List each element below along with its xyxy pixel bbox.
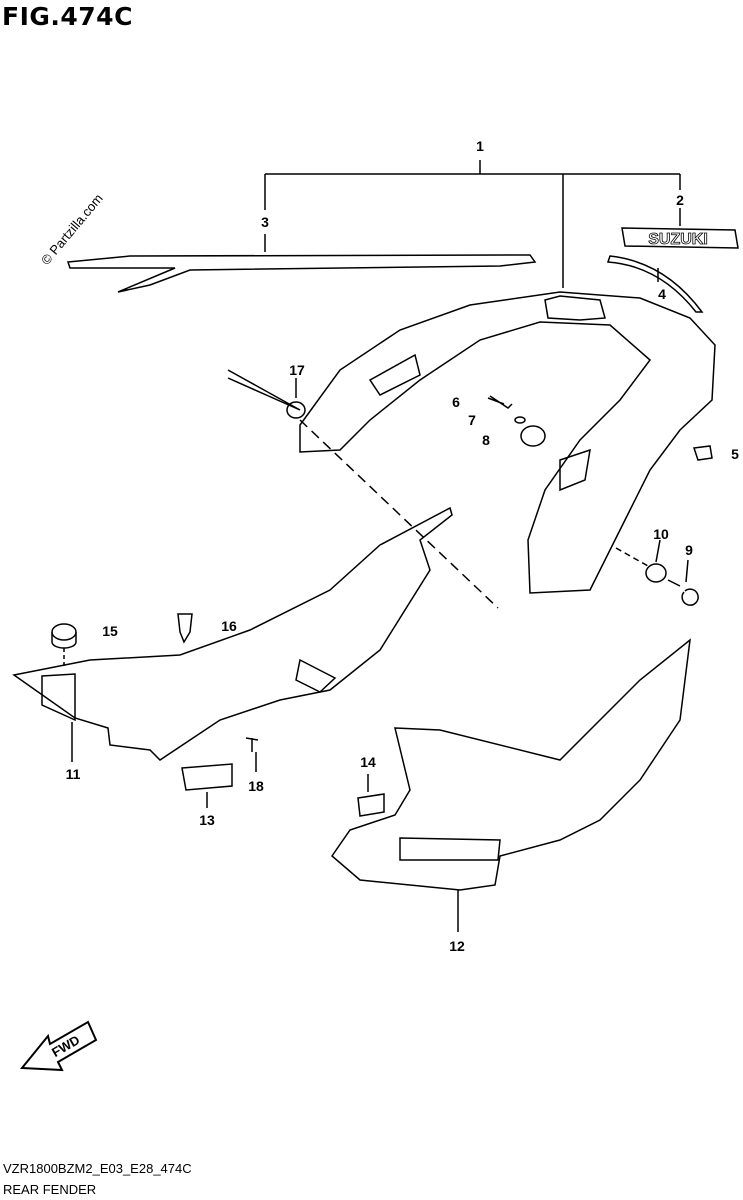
stripe-decal — [66, 254, 537, 293]
pad-13 — [181, 763, 233, 791]
collar-10 — [645, 563, 667, 583]
grommet-8 — [520, 425, 546, 447]
side-cover-right — [330, 638, 691, 891]
rear-fender-upper — [299, 291, 716, 594]
clip-16 — [177, 613, 193, 644]
side-cover-left — [12, 506, 453, 761]
figure-title: FIG.474C — [2, 2, 133, 31]
callout-11: 11 — [65, 766, 81, 782]
fwd-arrow — [19, 1020, 98, 1072]
collar-17 — [286, 401, 306, 419]
leader-1-bracket — [264, 160, 681, 288]
callout-7: 7 — [468, 412, 476, 428]
pad-14 — [357, 793, 385, 817]
callout-17: 17 — [289, 362, 305, 378]
callout-8: 8 — [482, 432, 490, 448]
screw-18 — [245, 737, 259, 752]
diagram-code: VZR1800BZM2_E03_E28_474C — [3, 1161, 192, 1176]
bolt-9 — [667, 579, 699, 606]
callout-3: 3 — [261, 214, 269, 230]
callout-16: 16 — [221, 618, 237, 634]
plug-15 — [51, 623, 77, 641]
callout-4: 4 — [658, 286, 666, 302]
callout-10: 10 — [653, 526, 669, 542]
clip-5 — [692, 445, 713, 461]
callout-1: 1 — [476, 138, 484, 154]
callout-12: 12 — [449, 938, 465, 954]
callout-18: 18 — [248, 778, 264, 794]
callout-9: 9 — [685, 542, 693, 558]
logo-emblem — [621, 227, 739, 249]
callout-14: 14 — [360, 754, 376, 770]
bolt-6 — [487, 395, 513, 409]
trim-strip — [606, 255, 704, 313]
callout-15: 15 — [102, 623, 118, 639]
callout-5: 5 — [731, 446, 739, 462]
diagram-name: REAR FENDER — [3, 1182, 97, 1197]
callout-2: 2 — [676, 192, 684, 208]
callout-13: 13 — [199, 812, 215, 828]
fwd-text: FWD — [49, 1032, 82, 1060]
logo-text: SUZUKI — [648, 231, 708, 248]
callout-6: 6 — [452, 394, 460, 410]
